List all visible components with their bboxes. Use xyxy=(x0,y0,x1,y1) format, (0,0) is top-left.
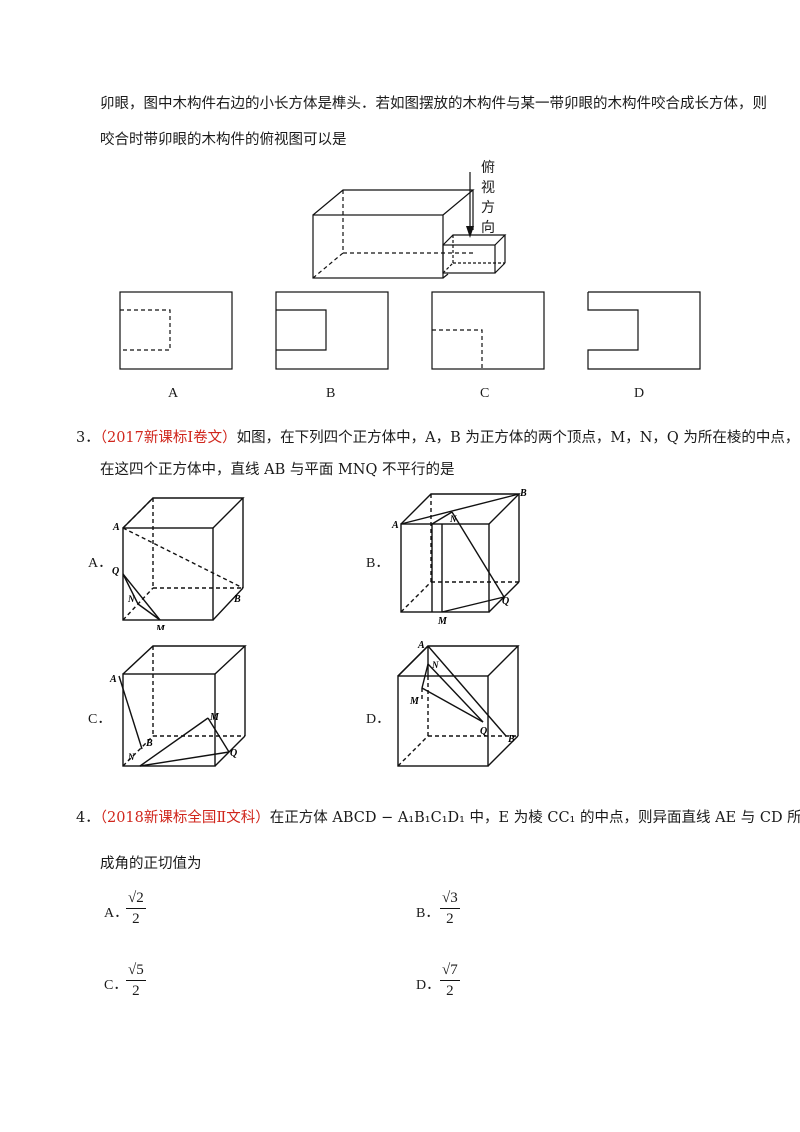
q4-option-C[interactable]: C． xyxy=(104,978,128,993)
q4-option-A-value: √2 2 xyxy=(126,890,146,927)
q3-number: 3． xyxy=(76,430,100,446)
q4-number: 4． xyxy=(76,810,100,826)
q3a-label-A: A xyxy=(112,522,120,533)
q3-option-B[interactable]: B． xyxy=(366,556,390,571)
q4-option-B-value: √3 2 xyxy=(440,890,460,927)
q4-option-A[interactable]: A． xyxy=(104,906,129,921)
q3d-label-M: M xyxy=(409,696,420,707)
q3a-label-Q: Q xyxy=(112,566,119,577)
q3-stem: 如图，在下列四个正方体中，A，B 为正方体的两个顶点，M，N，Q 为所在棱的中点… xyxy=(236,430,800,446)
q3c-label-A: A xyxy=(109,674,117,685)
q3-source: （2017新课标Ⅰ卷文） xyxy=(99,430,237,446)
view-direction-label: 俯 视 方 向 xyxy=(481,160,495,236)
q2-text-line2: 咬合时带卯眼的木构件的俯视图可以是 xyxy=(100,132,347,148)
q3a-label-B: B xyxy=(233,594,241,605)
q3b-label-A: A xyxy=(391,520,399,531)
q2-option-B[interactable]: B xyxy=(326,386,336,401)
q2-option-C[interactable]: C xyxy=(480,386,490,401)
q3c-label-B: B xyxy=(145,738,153,749)
q3-cube-A: A B Q N M xyxy=(112,497,245,630)
q2-option-views xyxy=(119,291,701,370)
q3d-label-A: A xyxy=(417,640,425,651)
q3c-label-M: M xyxy=(209,712,220,723)
q3b-label-N: N xyxy=(449,514,457,524)
q3b-label-Q: Q xyxy=(502,596,509,607)
q3-option-C[interactable]: C． xyxy=(88,712,112,727)
q2-option-A[interactable]: A xyxy=(168,386,179,401)
q4-text-line1: 4．（2018新课标全国Ⅱ文科）在正方体 ABCD − A₁B₁C₁D₁ 中，E… xyxy=(76,808,800,828)
q3b-label-M: M xyxy=(437,616,448,624)
q4-stem: 在正方体 ABCD − A₁B₁C₁D₁ 中，E 为棱 CC₁ 的中点，则异面直… xyxy=(269,810,800,826)
q3d-label-B: B xyxy=(507,734,515,745)
view-direction-arrowhead xyxy=(466,226,474,238)
q3-option-A[interactable]: A． xyxy=(88,556,113,571)
q2-option-D[interactable]: D xyxy=(634,386,645,401)
q4-option-D-value: √7 2 xyxy=(440,962,460,999)
q3d-label-N: N xyxy=(431,660,439,670)
q3a-label-N: N xyxy=(127,594,135,604)
q3-cube-B: A B N Q M xyxy=(391,488,527,624)
q4-source: （2018新课标全国Ⅱ文科） xyxy=(99,810,270,826)
q3-text-line1: 3．（2017新课标Ⅰ卷文）如图，在下列四个正方体中，A，B 为正方体的两个顶点… xyxy=(76,428,800,448)
q3-cube-D: A N M Q B xyxy=(397,640,520,767)
q3-cube-C: A B M N Q xyxy=(109,645,247,767)
q4-option-B[interactable]: B． xyxy=(416,906,440,921)
q4-option-D[interactable]: D． xyxy=(416,978,441,993)
q3c-label-Q: Q xyxy=(230,748,237,759)
q2-tenon-figure xyxy=(312,172,507,279)
q4-text-line2: 成角的正切值为 xyxy=(100,856,202,872)
q4-option-C-value: √5 2 xyxy=(126,962,146,999)
q3-text-line2: 在这四个正方体中，直线 AB 与平面 MNQ 不平行的是 xyxy=(100,462,455,478)
q3d-label-Q: Q xyxy=(480,726,487,737)
q3-option-D[interactable]: D． xyxy=(366,712,391,727)
q2-text-line1: 卯眼，图中木构件右边的小长方体是榫头．若如图摆放的木构件与某一带卯眼的木构件咬合… xyxy=(100,96,767,112)
q3c-label-N: N xyxy=(127,752,135,762)
q3a-label-M: M xyxy=(155,624,166,630)
q3b-label-B: B xyxy=(519,488,527,499)
